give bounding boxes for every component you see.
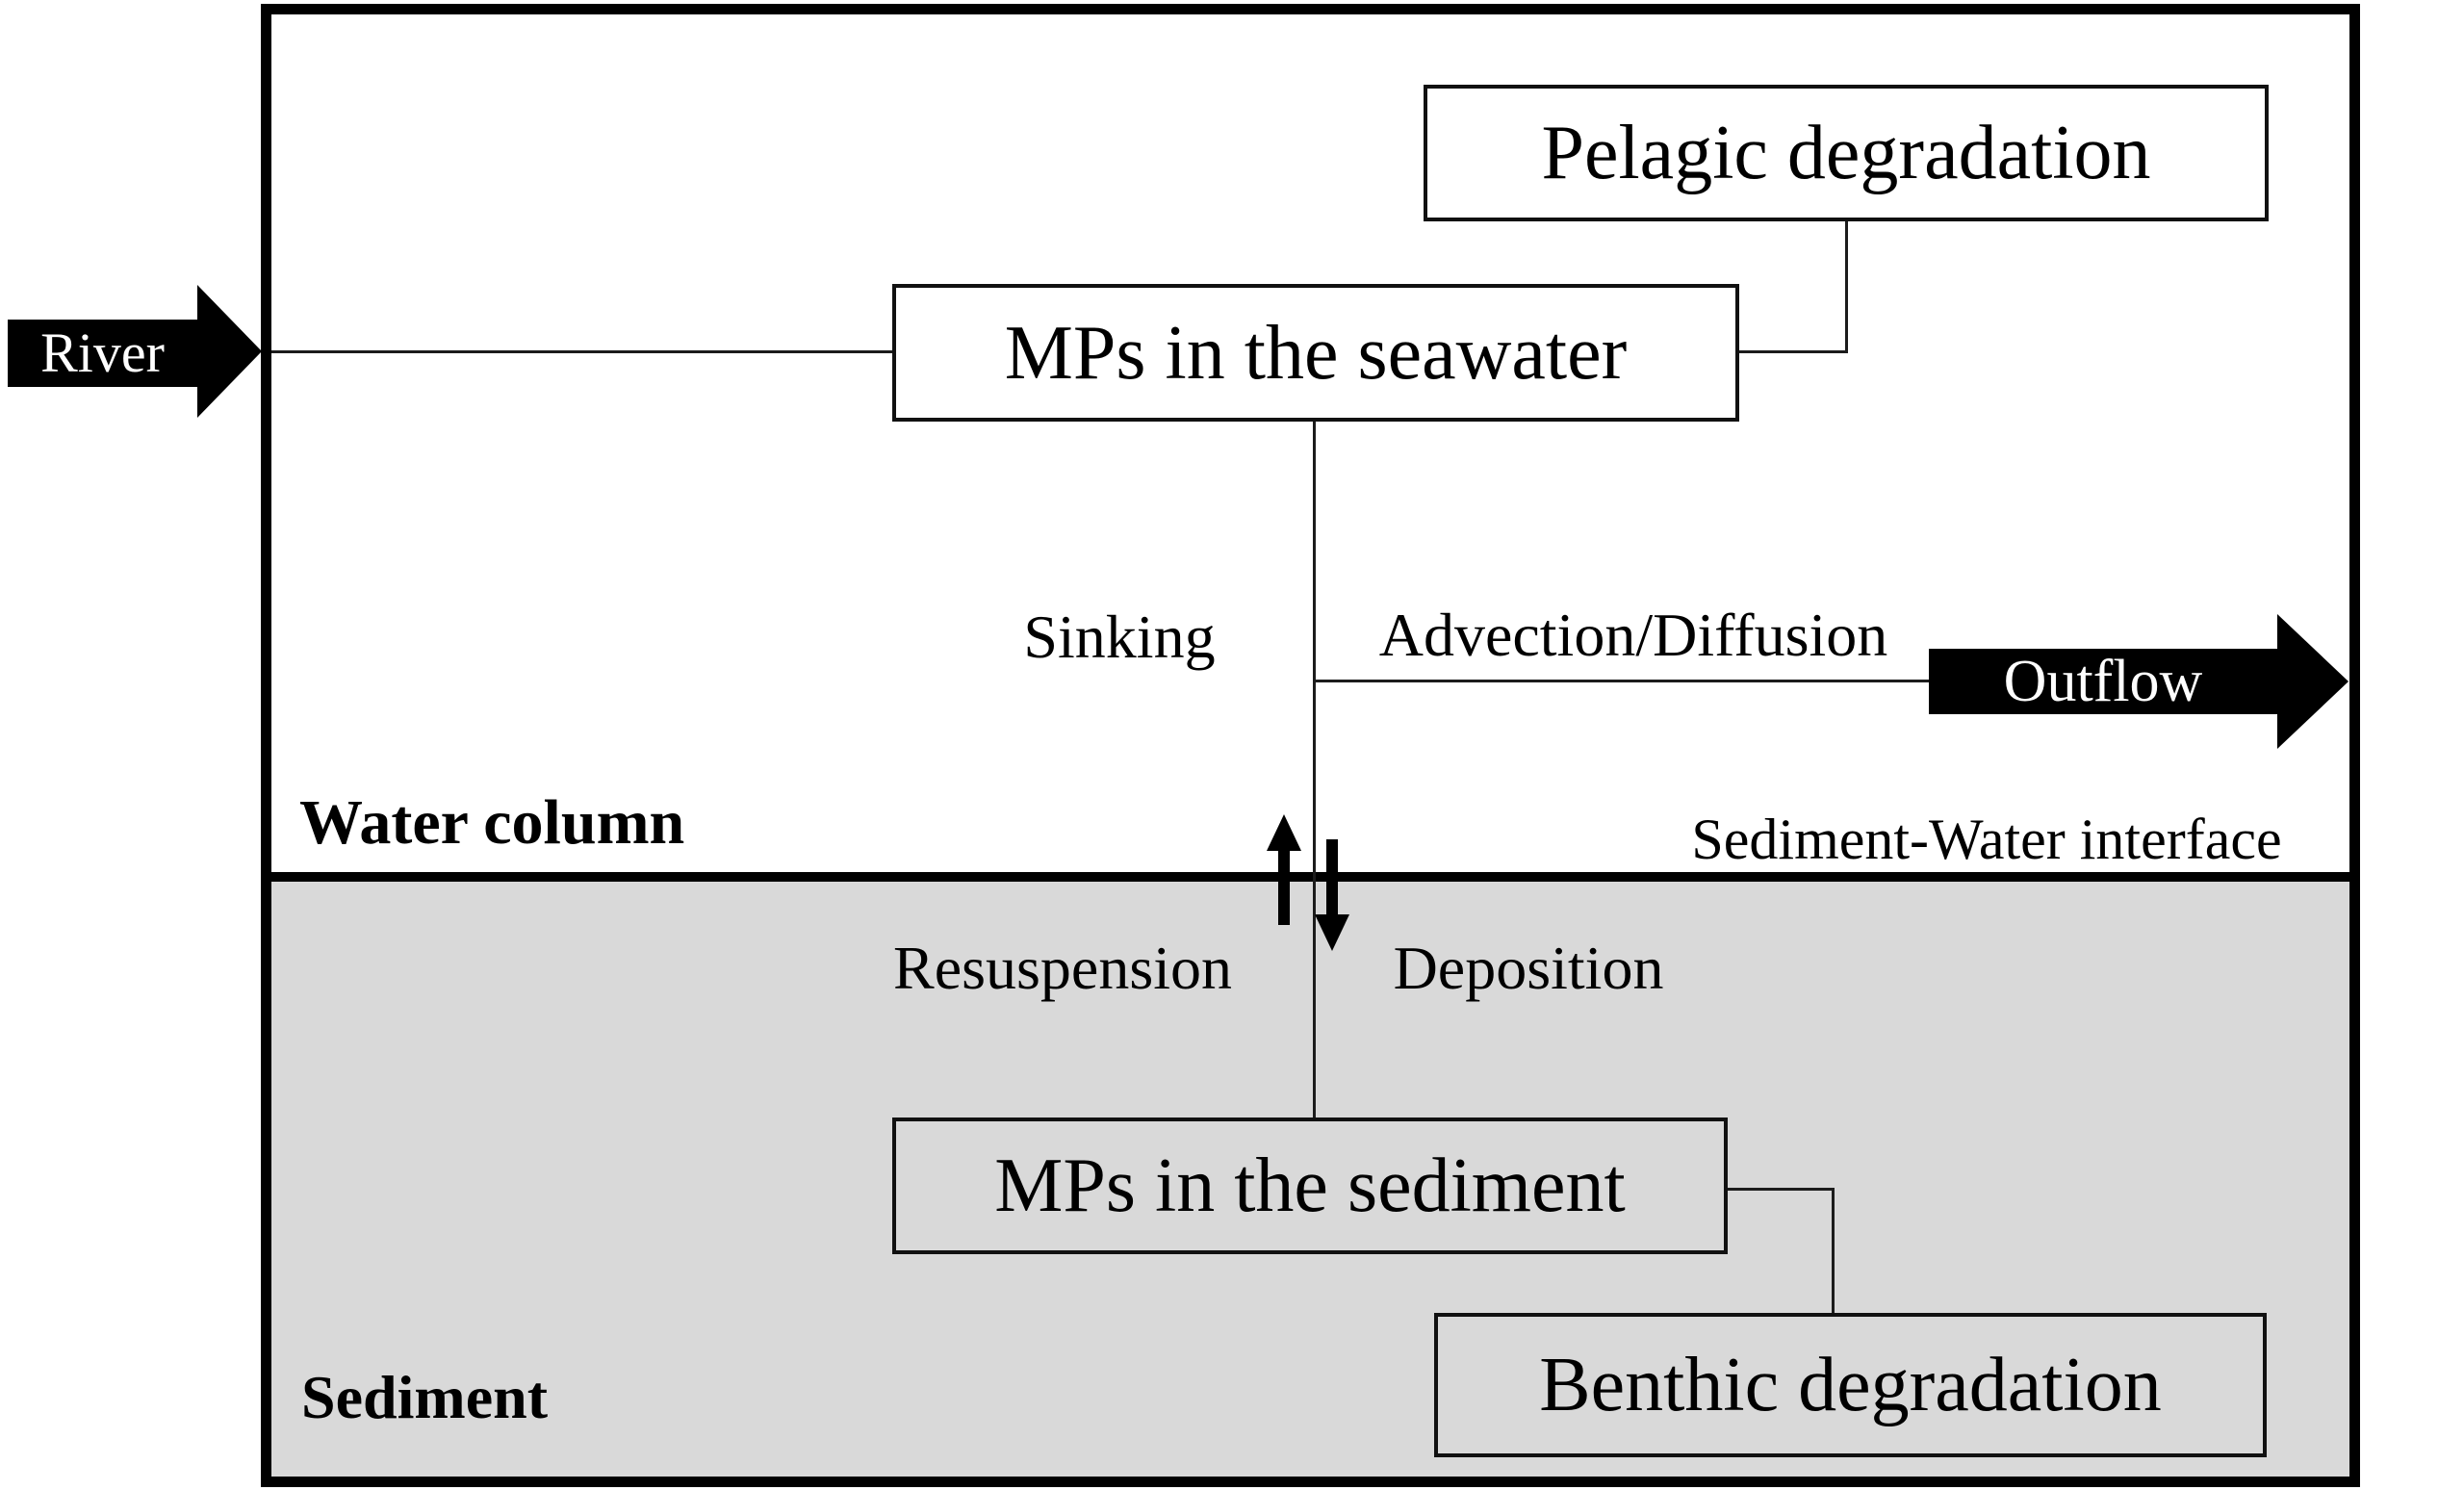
seawater-to-pelagic-line-h	[1739, 350, 1848, 353]
deposition-down-arrow-icon	[1315, 914, 1349, 951]
river-arrow-label: River	[40, 321, 165, 384]
sediment-water-interface-label: Sediment-Water interface	[1691, 808, 2282, 871]
sediment-to-benthic-line-h	[1728, 1188, 1835, 1191]
sediment-label: Sediment	[301, 1363, 548, 1431]
node-benthic-degradation: Benthic degradation	[1434, 1313, 2267, 1457]
node-mps-in-seawater-label: MPs in the seawater	[1004, 310, 1628, 396]
advection-diffusion-label: Advection/Diffusion	[1378, 601, 1888, 669]
outflow-arrow: Outflow	[1929, 649, 2277, 714]
deposition-down-arrow-shaft	[1326, 839, 1338, 916]
resuspension-up-arrow-shaft	[1278, 849, 1290, 925]
outflow-arrow-label: Outflow	[2003, 649, 2203, 714]
node-mps-in-sediment-label: MPs in the sediment	[994, 1143, 1626, 1228]
advection-outflow-line	[1313, 680, 1929, 682]
river-arrow: River	[8, 320, 197, 387]
deposition-label: Deposition	[1393, 934, 1664, 1002]
sinking-deposition-line	[1313, 422, 1316, 1118]
river-to-seawater-line	[271, 350, 892, 353]
node-benthic-degradation-label: Benthic degradation	[1539, 1343, 2162, 1427]
seawater-to-pelagic-line-v	[1845, 221, 1848, 353]
resuspension-up-arrow-icon	[1267, 814, 1301, 851]
sinking-label: Sinking	[1023, 603, 1216, 671]
river-arrowhead-icon	[197, 285, 262, 418]
resuspension-label: Resuspension	[893, 934, 1232, 1002]
sediment-to-benthic-line-v	[1832, 1188, 1835, 1313]
water-column-label: Water column	[299, 787, 685, 858]
node-pelagic-degradation: Pelagic degradation	[1424, 85, 2269, 221]
node-mps-in-sediment: MPs in the sediment	[892, 1118, 1728, 1254]
node-pelagic-degradation-label: Pelagic degradation	[1541, 111, 2151, 195]
sediment-water-interface-line	[271, 872, 2349, 882]
node-mps-in-seawater: MPs in the seawater	[892, 284, 1739, 422]
